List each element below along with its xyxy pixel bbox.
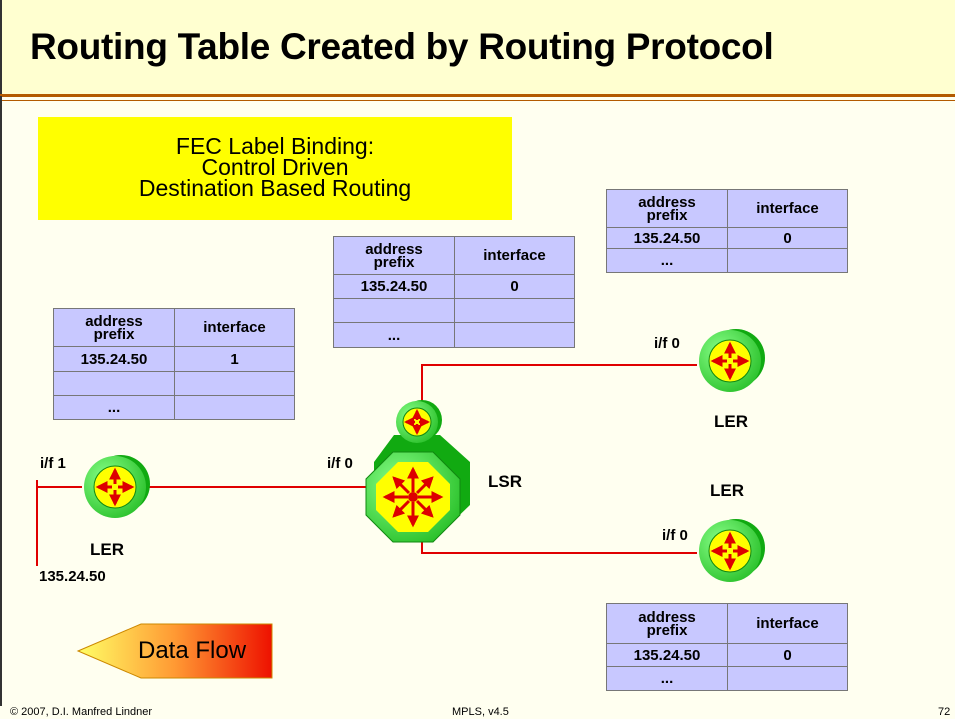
table-cell-more: ... <box>53 395 175 420</box>
header-prefix-text: prefix <box>93 325 135 343</box>
ler-router-left <box>84 455 150 518</box>
interface-label-bottom: i/f 0 <box>662 527 688 544</box>
ler-router-bottom <box>699 519 765 582</box>
interface-label-top: i/f 0 <box>654 335 680 352</box>
ler-label-bottom: LER <box>710 481 744 500</box>
link-lsr-ler-bottom <box>421 520 697 554</box>
routing-table-left: address prefix interface 135.24.50 1 ... <box>53 308 295 420</box>
header-prefix-text: prefix <box>373 253 415 271</box>
slide-left-border <box>0 96 2 706</box>
table-cell-empty <box>454 322 575 348</box>
network-prefix-label: 135.24.50 <box>39 568 106 585</box>
table-cell-empty <box>174 395 295 420</box>
data-flow-label: Data Flow <box>138 637 247 664</box>
lsr-switch <box>365 435 470 543</box>
header-interface: interface <box>174 308 295 347</box>
title-divider-thin <box>0 100 955 101</box>
fec-binding-box: FEC Label Binding: Control Driven Destin… <box>38 117 512 220</box>
table-cell-empty <box>333 298 455 323</box>
table-cell-prefix: 135.24.50 <box>333 274 455 299</box>
header-address-prefix: address prefix <box>333 236 455 275</box>
ler-label-left: LER <box>90 540 124 559</box>
table-cell-interface: 0 <box>727 643 848 667</box>
footer-copyright: © 2007, D.I. Manfred Lindner <box>10 706 153 718</box>
routing-table-center: address prefix interface 135.24.50 0 ... <box>333 236 575 348</box>
header-address-text: address <box>85 312 143 330</box>
table-cell-empty <box>454 298 575 323</box>
header-address-prefix: address prefix <box>606 603 728 644</box>
fec-line-1: FEC Label Binding: <box>175 133 375 159</box>
interface-label-left: i/f 1 <box>40 455 66 472</box>
routing-table-bottom-right: address prefix interface 135.24.50 0 ... <box>606 603 848 691</box>
footer-course: MPLS, v4.5 <box>452 706 509 718</box>
header-interface: interface <box>727 189 848 228</box>
footer-page-number: 72 <box>938 706 951 718</box>
header-prefix-text: prefix <box>646 621 688 639</box>
ler-label-top: LER <box>714 412 748 431</box>
title-bar: Routing Table Created by Routing Protoco… <box>0 0 955 96</box>
fec-line-2: Control Driven <box>201 154 349 180</box>
table-cell-prefix: 135.24.50 <box>606 227 728 249</box>
header-address-text: address <box>638 193 696 211</box>
table-cell-interface: 0 <box>727 227 848 249</box>
table-cell-more: ... <box>606 666 728 691</box>
slide-title: Routing Table Created by Routing Protoco… <box>30 26 774 67</box>
table-cell-prefix: 135.24.50 <box>606 643 728 667</box>
link-lsr-ler-top <box>421 364 697 452</box>
header-interface: interface <box>727 603 848 644</box>
table-cell-prefix: 135.24.50 <box>53 346 175 372</box>
ler-router-top <box>699 329 765 392</box>
routing-table-top-right: address prefix interface 135.24.50 0 ... <box>606 189 848 273</box>
table-cell-empty <box>727 666 848 691</box>
header-address-prefix: address prefix <box>606 189 728 228</box>
header-address-prefix: address prefix <box>53 308 175 347</box>
title-divider <box>0 94 955 97</box>
header-address-text: address <box>365 240 423 258</box>
lsr-router-top <box>396 400 442 443</box>
table-cell-more: ... <box>333 322 455 348</box>
data-flow-arrow <box>76 623 273 679</box>
table-cell-empty <box>53 371 175 396</box>
lsr-label: LSR <box>488 472 522 491</box>
header-prefix-text: prefix <box>646 206 688 224</box>
table-cell-more: ... <box>606 248 728 273</box>
fec-line-3: Destination Based Routing <box>138 175 412 201</box>
table-cell-empty <box>727 248 848 273</box>
table-cell-empty <box>174 371 295 396</box>
interface-label-lsr: i/f 0 <box>327 455 353 472</box>
header-interface: interface <box>454 236 575 275</box>
table-cell-interface: 1 <box>174 346 295 372</box>
header-address-text: address <box>638 608 696 626</box>
table-cell-interface: 0 <box>454 274 575 299</box>
